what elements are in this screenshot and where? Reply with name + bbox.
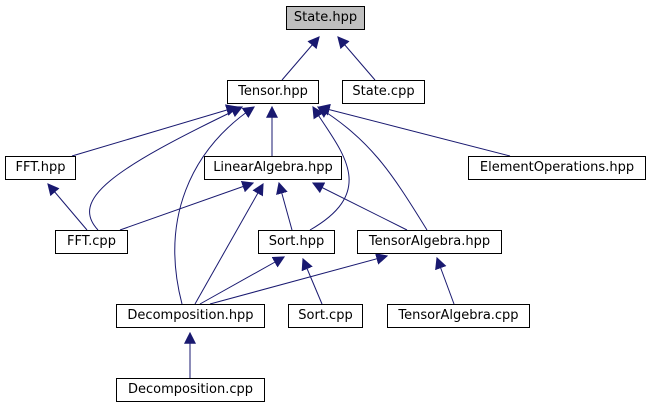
node-tensor-hpp[interactable]: Tensor.hpp — [227, 80, 319, 104]
node-state-hpp: State.hpp — [286, 6, 365, 30]
node-elementoperations-hpp[interactable]: ElementOperations.hpp — [468, 156, 646, 180]
node-fft-hpp[interactable]: FFT.hpp — [5, 156, 76, 180]
edge-decomp-to-tensoralg — [209, 253, 389, 305]
edge-tensoralgcpp-to-tensoralg — [435, 256, 455, 305]
edge-sortcpp-to-sort — [301, 257, 323, 305]
node-decomposition-cpp[interactable]: Decomposition.cpp — [116, 378, 265, 402]
edge-decomp-to-tensor — [174, 106, 255, 305]
edge-elemops-to-tensor — [317, 103, 511, 157]
edge-sort-to-tensor — [309, 105, 350, 231]
edge-tensoralg-to-tensor — [316, 106, 428, 231]
node-sort-cpp[interactable]: Sort.cpp — [288, 304, 363, 328]
edge-fftcpp-to-tensor — [89, 106, 244, 231]
edge-sort-to-linalg — [276, 181, 293, 231]
node-decomposition-hpp[interactable]: Decomposition.hpp — [116, 304, 265, 328]
node-fft-cpp[interactable]: FFT.cpp — [55, 230, 128, 254]
edge-fftcpp-to-linalg — [119, 180, 255, 231]
edge-fftcpp-to-ffthpp — [47, 183, 88, 231]
edge-ffthpp-to-tensor — [71, 104, 239, 157]
edge-decomp-to-sort — [199, 256, 286, 305]
node-tensoralgebra-cpp[interactable]: TensorAlgebra.cpp — [387, 304, 530, 328]
node-sort-hpp[interactable]: Sort.hpp — [258, 230, 335, 254]
node-tensoralgebra-hpp[interactable]: TensorAlgebra.hpp — [357, 230, 502, 254]
node-linearalgebra-hpp[interactable]: LinearAlgebra.hpp — [204, 156, 342, 180]
edge-tensoralg-to-linalg — [311, 182, 408, 231]
edge-statecpp-to-state — [337, 36, 376, 81]
edge-decomp-to-linalg — [194, 182, 264, 305]
edge-tensor-to-state — [281, 36, 320, 81]
node-state-cpp[interactable]: State.cpp — [342, 80, 425, 104]
